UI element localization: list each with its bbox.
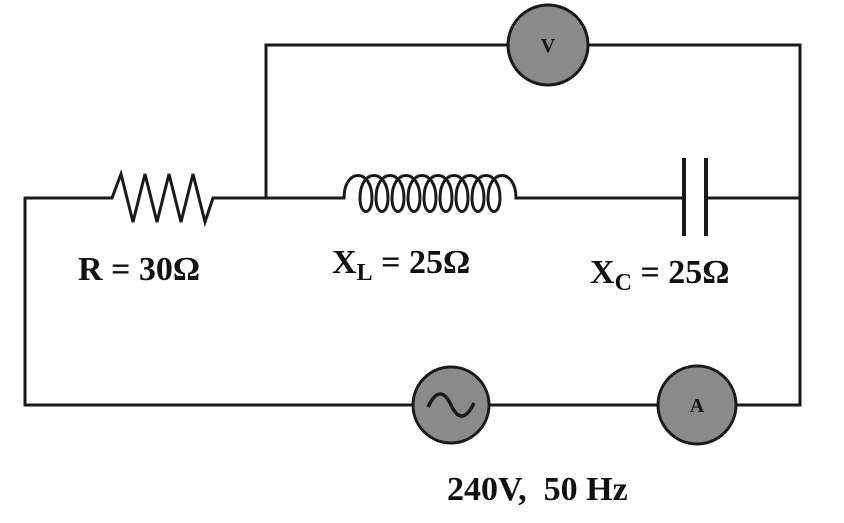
wire-voltmeter-left [264,43,509,200]
ac-source [411,365,491,445]
capacitor-label-subscript: C [615,270,632,296]
inductor [330,174,532,213]
resistor-zigzag-icon [103,168,222,228]
inductor-label-symbol: X [332,244,357,281]
circuit-wires [23,43,802,407]
ammeter-circle [656,364,738,446]
inductor-label-value: = 25Ω [373,244,471,281]
capacitor-label-value: = 25Ω [632,254,730,291]
sine-wave-icon [426,392,476,418]
inductor-label: XL = 25Ω [332,244,470,286]
resistor [103,168,222,228]
capacitor-label: XC = 25Ω [590,254,730,296]
voltmeter-circle [506,3,590,87]
inductor-coil-icon [330,174,532,213]
ammeter: A [656,364,738,446]
ammeter-symbol: A [690,395,705,417]
capacitor-label-symbol: X [590,254,615,291]
ac-source-label: 240V, 50 Hz [447,471,628,508]
resistor-label: R = 30Ω [78,251,200,288]
capacitor [682,158,708,236]
voltmeter: V [506,3,590,87]
inductor-label-subscript: L [357,260,373,286]
voltmeter-symbol: V [541,35,556,57]
